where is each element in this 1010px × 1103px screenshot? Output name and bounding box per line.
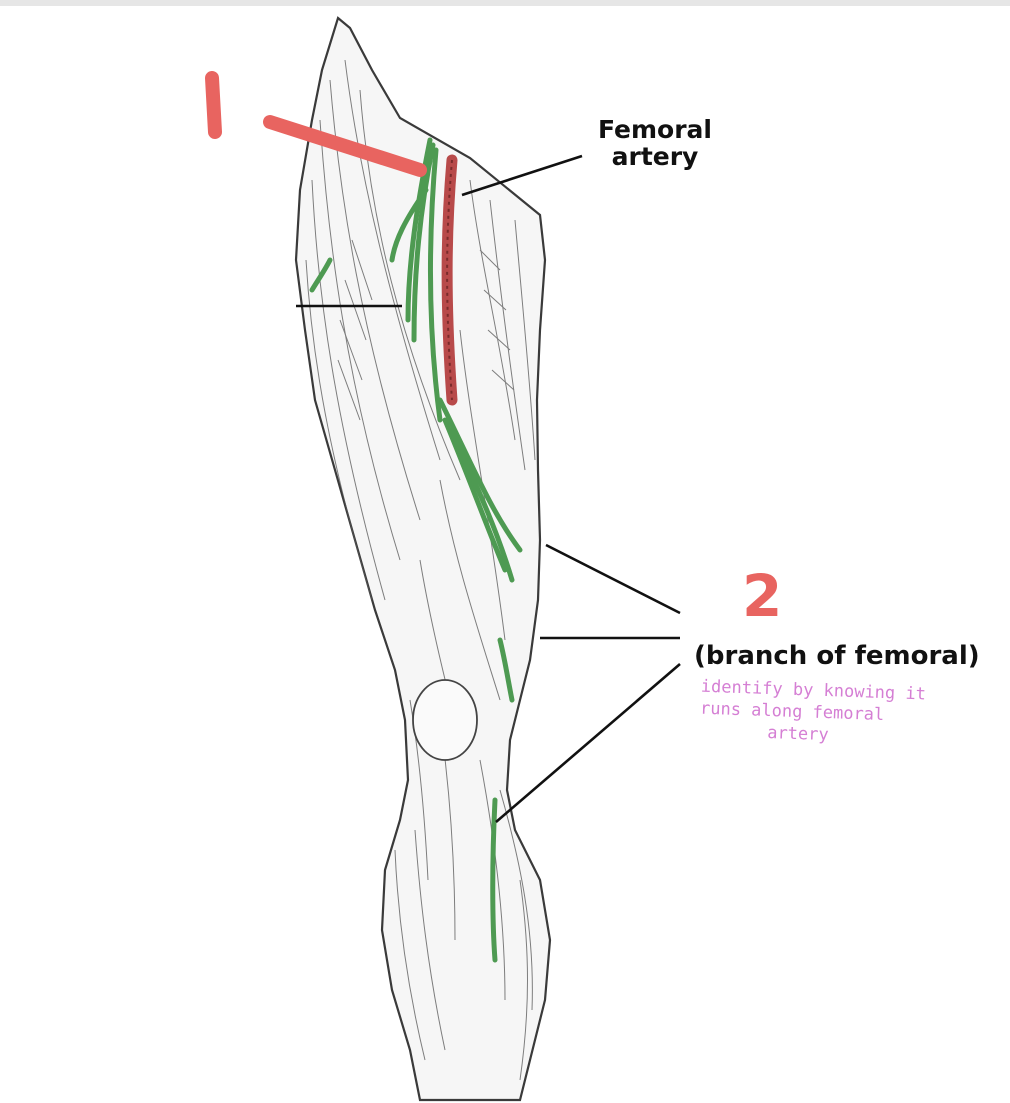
femoral-nerve-branches bbox=[309, 137, 523, 963]
marker-1-glyph bbox=[205, 71, 222, 139]
femoral-artery-pointer bbox=[461, 154, 583, 197]
femoral-artery-label: Femoral artery bbox=[560, 116, 750, 170]
branch-of-femoral-label: (branch of femoral) bbox=[694, 641, 980, 671]
marker-2: 2 bbox=[742, 562, 783, 630]
top-edge-bar bbox=[0, 0, 1010, 6]
branch-pointer-upper bbox=[545, 543, 681, 615]
pointer-lines bbox=[296, 154, 681, 823]
muscle-hatching bbox=[305, 59, 536, 1081]
branch-pointer-lower bbox=[495, 663, 681, 823]
femoral-label-line2: artery bbox=[611, 142, 699, 171]
handwritten-note: identify by knowing it runs along femora… bbox=[699, 676, 951, 751]
marker-1-pointer bbox=[263, 115, 427, 177]
femoral-label-line1: Femoral bbox=[597, 115, 712, 144]
marker-1-text: 1 bbox=[196, 70, 197, 71]
kneecap bbox=[412, 679, 478, 761]
